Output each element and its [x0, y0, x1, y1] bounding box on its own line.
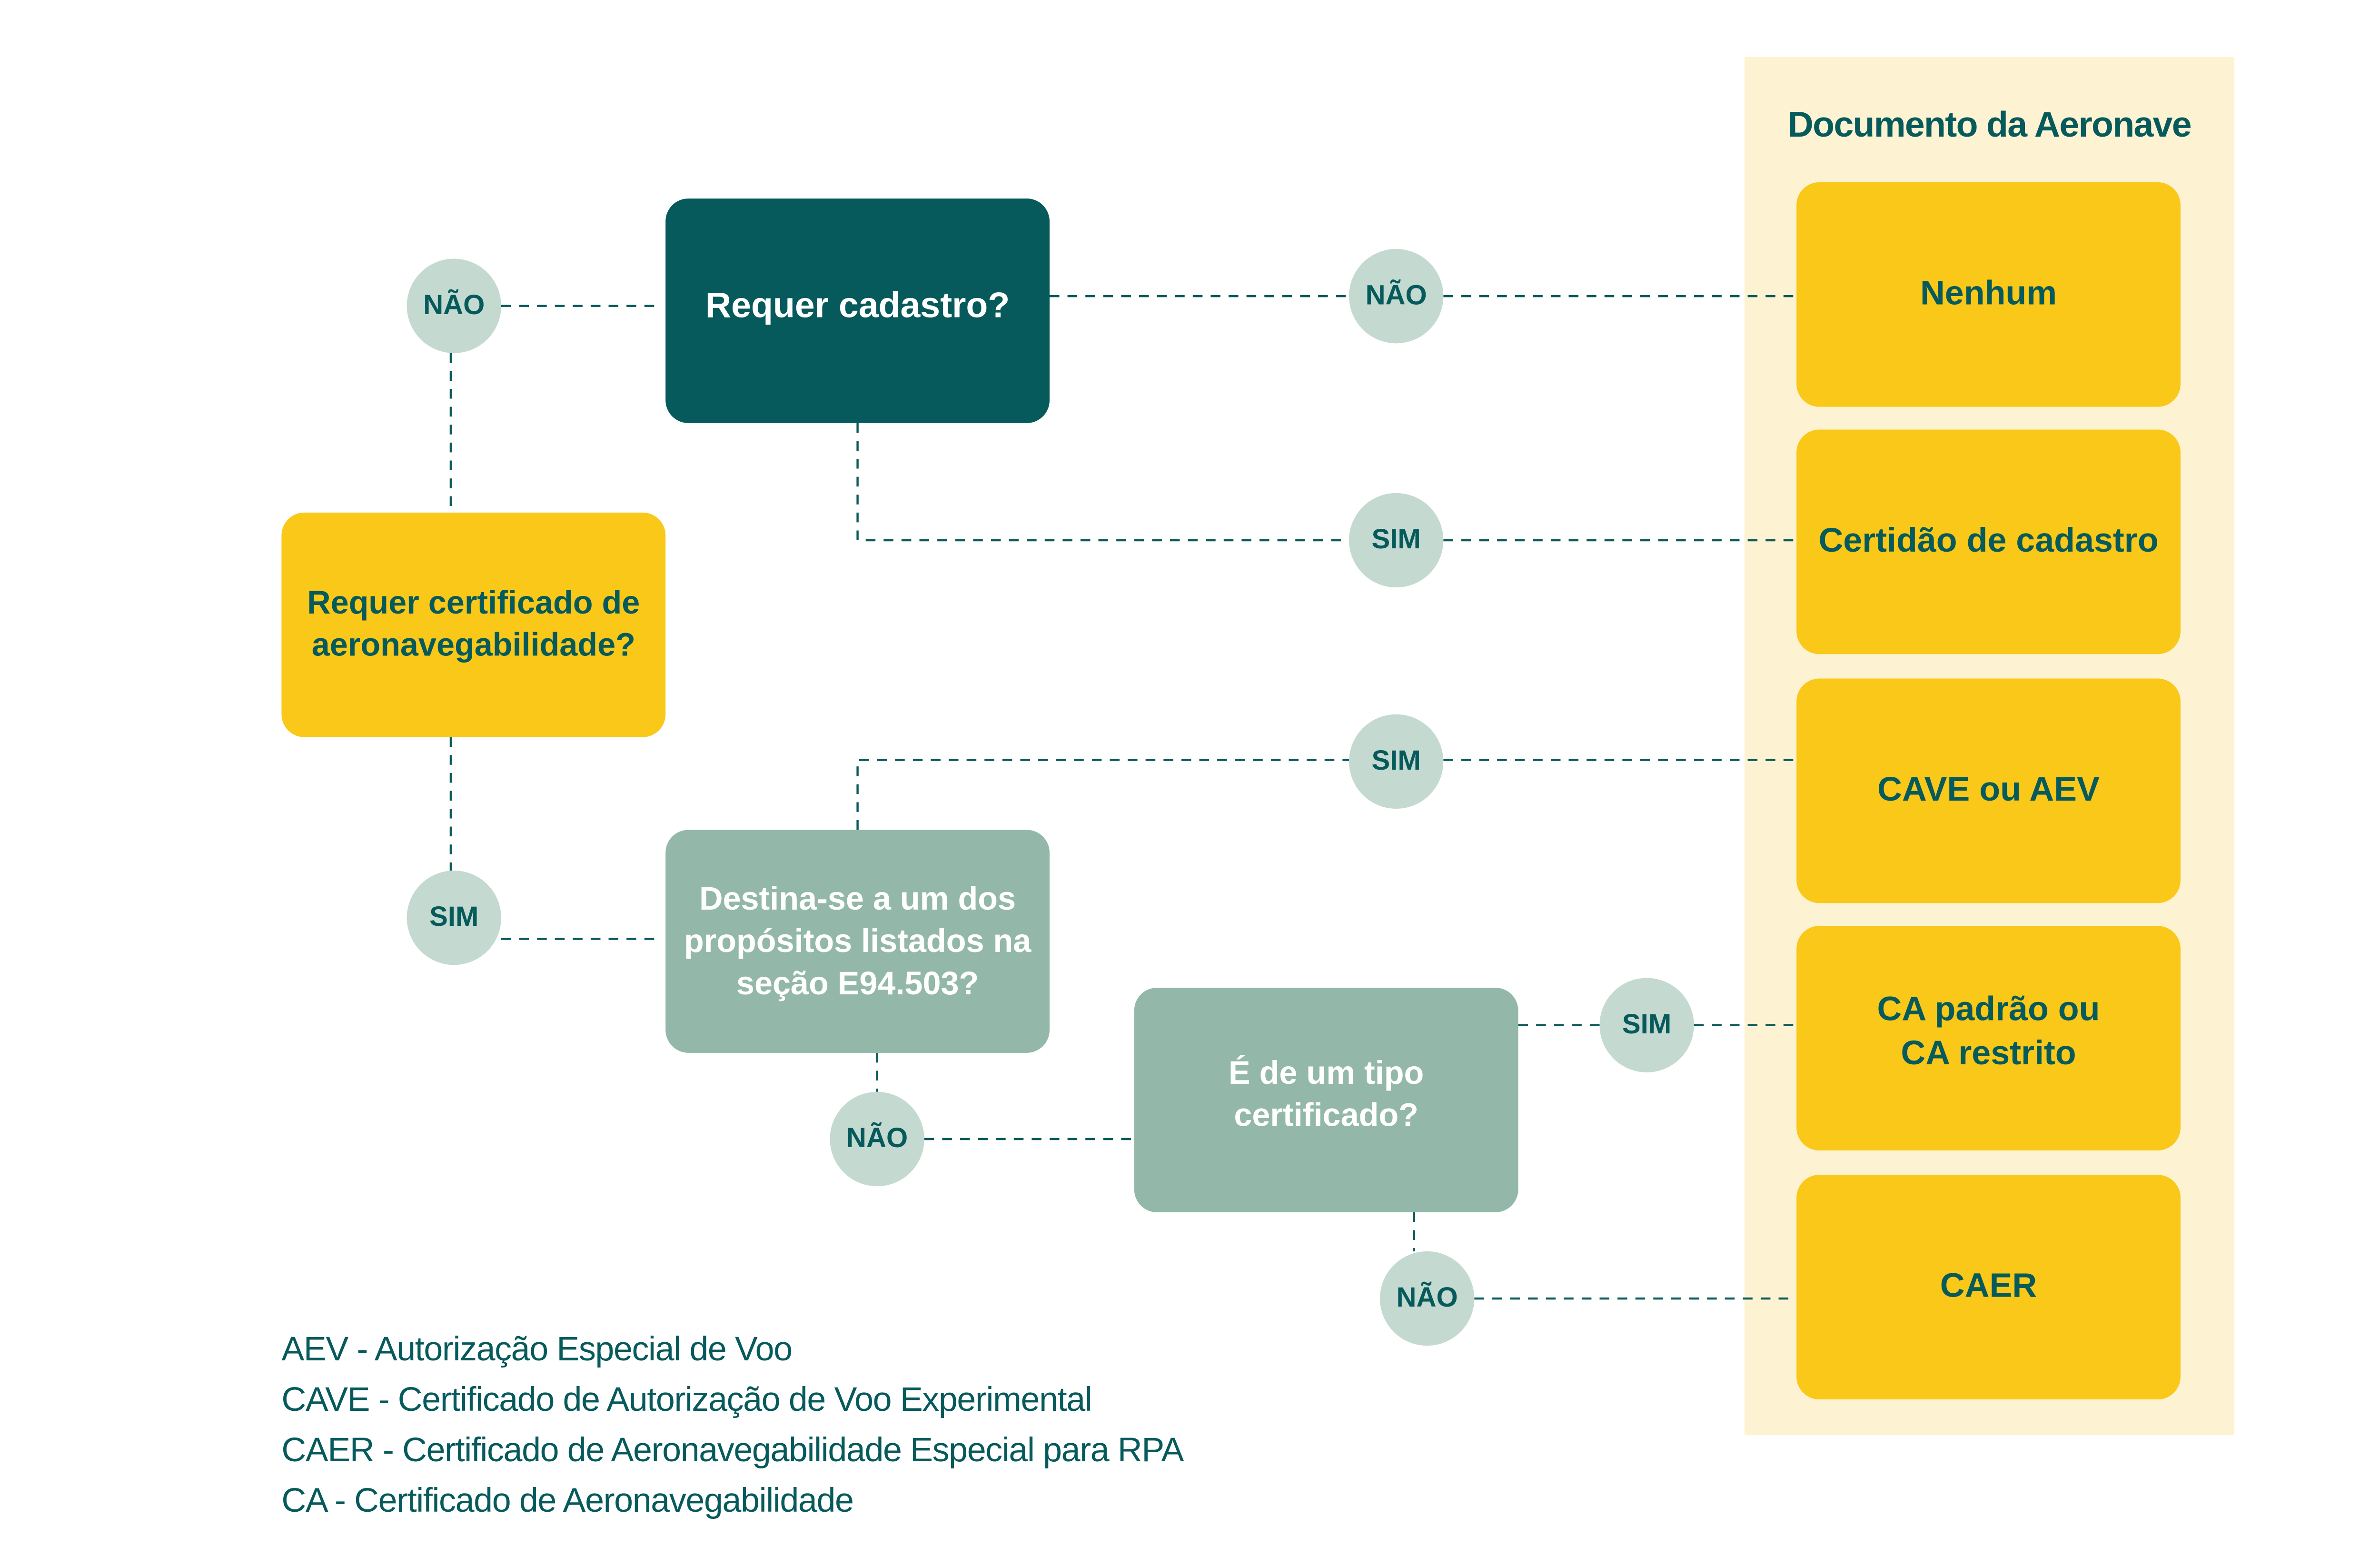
question-type-certified: É de um tipo certificado?: [1134, 988, 1518, 1212]
answer-yes-type-certified: SIM: [1599, 978, 1694, 1072]
answer-yes-registration: SIM: [1349, 493, 1444, 588]
legend-item-caer: CAER - Certificado de Aeronavegabilidade…: [281, 1432, 1184, 1469]
result-registration-certificate: Certidão de cadastro: [1796, 429, 2181, 654]
legend-item-cave: CAVE - Certificado de Autorização de Voo…: [281, 1381, 1092, 1419]
connector-line: [856, 759, 1349, 830]
legend-item-aev: AEV - Autorização Especial de Voo: [281, 1331, 793, 1369]
result-cave-aev: CAVE ou AEV: [1796, 678, 2181, 903]
legend-item-ca: CA - Certificado de Aeronavegabilidade: [281, 1482, 854, 1520]
answer-no-purpose: NÃO: [830, 1091, 924, 1187]
abbreviation-legend: AEV - Autorização Especial de Voo CAVE -…: [281, 1325, 1184, 1526]
panel-title: Documento da Aeronave: [1787, 104, 2192, 145]
answer-no-airworthiness: NÃO: [407, 258, 501, 353]
result-ca-standard-restricted: CA padrão ou CA restrito: [1796, 926, 2181, 1150]
question-requires-airworthiness: Requer certificado de aeronavegabilidade…: [281, 512, 666, 737]
question-requires-registration: Requer cadastro?: [665, 198, 1050, 423]
result-caer: CAER: [1796, 1175, 2181, 1399]
result-none: Nenhum: [1796, 182, 2181, 407]
connector-line: [856, 423, 1349, 542]
question-listed-purpose: Destina-se a um dos propósitos listados …: [665, 830, 1050, 1053]
answer-no-registration: NÃO: [1349, 249, 1444, 344]
answer-no-type-certified: NÃO: [1379, 1251, 1475, 1346]
answer-yes-purpose: SIM: [1349, 714, 1444, 809]
answer-yes-airworthiness: SIM: [407, 870, 501, 965]
